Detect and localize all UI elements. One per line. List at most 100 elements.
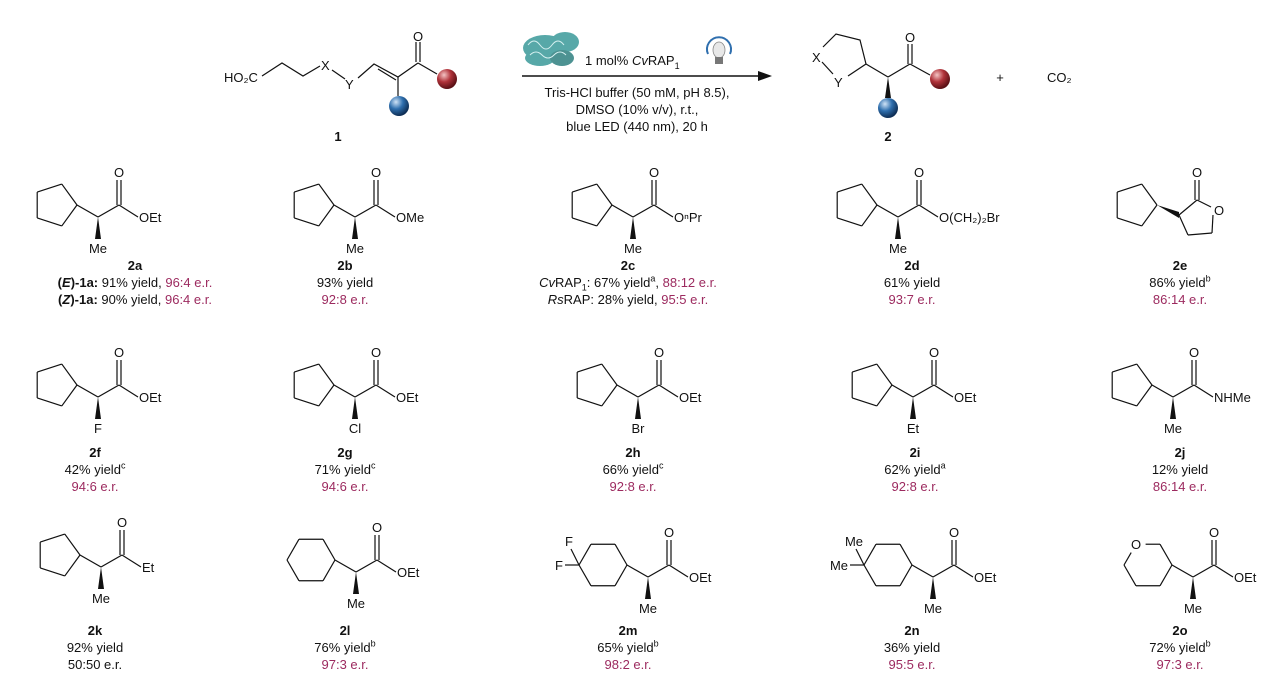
wedge-bond (98, 567, 104, 589)
compound-id: 2j (1174, 445, 1186, 460)
result-line: 50:50 e.r. (0, 656, 255, 673)
carbonyl-substituent: OEt (679, 390, 702, 405)
result-line: 61% yield (752, 274, 1072, 291)
ring-substituent: Me (845, 534, 863, 549)
compound-id: 2c (620, 258, 636, 273)
blue-group-ball (878, 98, 898, 118)
ring-substituent: F (555, 558, 563, 573)
bonds (1123, 540, 1234, 587)
result-text: E (62, 275, 71, 290)
result-text: 62% yield (884, 462, 941, 477)
compound-id: 2n (904, 623, 920, 638)
wedge-bond (930, 577, 936, 599)
carbonyl-oxygen: O (905, 30, 915, 45)
result-line: (Z)-1a: 90% yield, 96:4 e.r. (0, 291, 295, 308)
result-text: a (650, 273, 656, 284)
result-text: 72% yield (1149, 640, 1206, 655)
alpha-substituent: Me (347, 596, 365, 611)
result-line: CvRAP1: 67% yielda, 88:12 e.r. (468, 273, 788, 292)
carbonyl-oxygen: O (1192, 165, 1202, 180)
enantiomeric-ratio: 97:3 e.r. (321, 657, 369, 672)
alpha-substituent: Me (92, 591, 110, 606)
alpha-substituent: Cl (349, 421, 361, 436)
carbonyl-substituent: OEt (974, 570, 997, 585)
enantiomeric-ratio: 92:8 e.r. (891, 479, 939, 494)
wedge-bond (1170, 397, 1176, 419)
result-line: 86:14 e.r. (1020, 291, 1269, 308)
bonds (286, 535, 397, 582)
result-line: 97:3 e.r. (185, 656, 505, 673)
result-line: 71% yieldc (185, 461, 505, 478)
blue-group-ball (389, 96, 409, 116)
reaction-scheme: HO₂C X Y O 1 1 mol% CvRAP1 Tris-HCl buff… (224, 29, 1072, 144)
carbonyl-oxygen: O (371, 165, 381, 180)
bonds (36, 360, 139, 407)
bonds (571, 180, 674, 227)
result-line: 62% yielda (755, 461, 1075, 478)
result-text: ( (58, 292, 63, 307)
result-line: 98:2 e.r. (468, 656, 788, 673)
compound-structure-2d: O Me O(CH₂)₂Br (836, 165, 1000, 256)
result-line: 92:8 e.r. (473, 478, 793, 495)
alpha-substituent: Me (639, 601, 657, 616)
result-line: 93% yield (185, 274, 505, 291)
wedge-bond (635, 397, 641, 419)
compound-id: 2k (87, 623, 103, 638)
result-text: 61% yield (883, 275, 941, 290)
enantiomeric-ratio: 94:6 e.r. (321, 479, 369, 494)
reactant-1 (261, 42, 438, 96)
result-text: 91% yield, (98, 275, 166, 290)
result-text: RAP: 28% yield, (563, 292, 662, 307)
condition-line: DMSO (10% v/v), r.t., (576, 102, 699, 117)
wedge-bond (95, 397, 101, 419)
carbonyl-oxygen: O (929, 345, 939, 360)
ring-oxygen: O (1214, 203, 1224, 218)
carbonyl-substituent: OEt (689, 570, 712, 585)
bonds (576, 360, 679, 407)
carbonyl-oxygen: O (654, 345, 664, 360)
alpha-substituent: Me (889, 241, 907, 256)
result-text: )-1a: (70, 292, 98, 307)
wedge-bond (1190, 577, 1196, 599)
compound-caption: 2a ( E )-1a: 91% yield, 96:4 e.r.(Z)-1a: 90… (0, 257, 295, 308)
red-group-ball (930, 69, 950, 89)
carbonyl-oxygen: O (1189, 345, 1199, 360)
compound-id: 2f (89, 445, 101, 460)
result-text: 93% yield (316, 275, 374, 290)
wedge-bond (645, 577, 651, 599)
x-atom: X (812, 50, 821, 65)
wedge-bond (910, 397, 916, 419)
wedge-bond (895, 217, 901, 239)
enantiomeric-ratio: 93:7 e.r. (888, 292, 936, 307)
wedge-bond (885, 77, 891, 98)
bonds (836, 180, 939, 227)
enantiomeric-ratio: 96:4 e.r. (164, 292, 212, 307)
result-line: 76% yieldb (185, 639, 505, 656)
carbonyl-oxygen: O (949, 525, 959, 540)
carbonyl-oxygen: O (914, 165, 924, 180)
x-atom: X (321, 58, 330, 73)
wedge-bond (353, 572, 359, 594)
compound-id: 2a (127, 258, 143, 273)
product-2 (821, 33, 931, 78)
result-text: RAP (555, 275, 582, 290)
carbonyl-substituent: O(CH₂)₂Br (939, 210, 1000, 225)
result-text: 36% yield (883, 640, 941, 655)
wedge-bond (630, 217, 636, 239)
result-text: c (658, 460, 664, 471)
plus-sign: + (996, 70, 1004, 85)
bonds (565, 540, 689, 587)
reaction-arrow (522, 71, 772, 81)
alpha-substituent: Me (89, 241, 107, 256)
